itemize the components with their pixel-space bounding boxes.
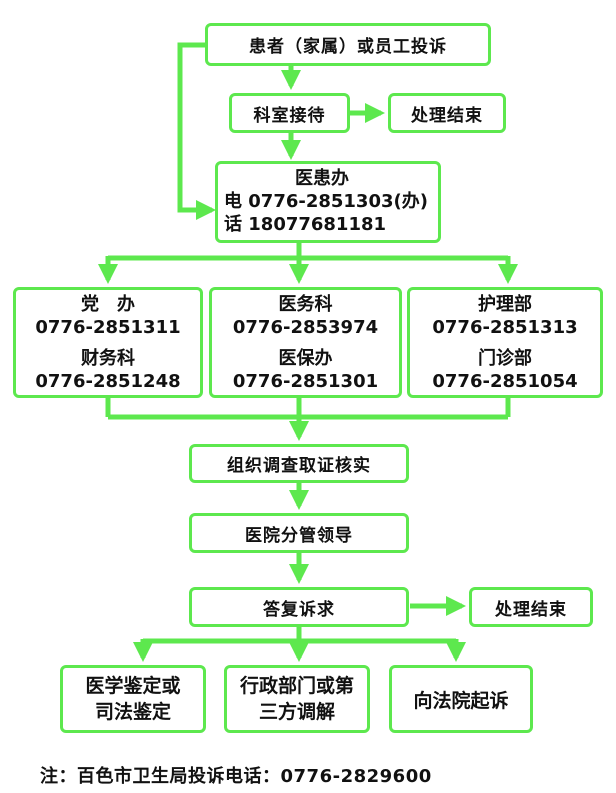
contact-box-left: 党 办 0776-2851311 财务科 0776-2851248 (13, 287, 203, 398)
connector-complaint-bypass-to-medical-office (177, 42, 216, 220)
connector-reply-split (143, 627, 456, 644)
appraisal-box: 医学鉴定或 司法鉴定 (60, 665, 206, 733)
contact-phone: 0776-2851313 (432, 317, 578, 338)
contact-name: 门诊部 (478, 348, 532, 369)
medical-office-box: 医患办 电 0776-2851303(办) 话 18077681181 (215, 161, 441, 243)
medical-office-phone-office: 电 0776-2851303(办) (224, 191, 428, 212)
reply-label: 答复诉求 (263, 599, 335, 620)
dept-reception-box: 科室接待 (229, 93, 350, 133)
investigate-label: 组织调查取证核实 (227, 456, 371, 476)
contact-phone: 0776-2853974 (232, 317, 379, 338)
dept-reception-label: 科室接待 (253, 105, 326, 126)
end-box-bottom: 处理结束 (469, 587, 593, 627)
contact-name: 党 办 (81, 294, 135, 315)
connector-contacts-merge (105, 398, 511, 420)
court-label: 向法院起诉 (413, 689, 509, 712)
investigate-box: 组织调查取证核实 (189, 444, 409, 483)
end-label-bottom: 处理结束 (495, 599, 567, 620)
contact-name: 财务科 (81, 348, 135, 369)
appraisal-line: 医学鉴定或 (85, 675, 181, 697)
connector-medical-office-split (108, 243, 508, 261)
medical-office-title: 医患办 (295, 168, 349, 189)
mediation-box: 行政部门或第 三方调解 (224, 665, 370, 733)
contact-box-middle: 医务科 0776-2853974 医保办 0776-2851301 (209, 287, 402, 398)
end-label-top: 处理结束 (411, 105, 483, 126)
contact-box-right: 护理部 0776-2851313 门诊部 0776-2851054 (407, 287, 603, 398)
end-box-top: 处理结束 (388, 93, 506, 133)
contact-phone: 0776-2851301 (232, 371, 379, 392)
complaint-box: 患者（家属）或员工投诉 (205, 23, 491, 66)
mediation-line: 三方调解 (258, 701, 335, 723)
leader-label: 医院分管领导 (245, 525, 353, 546)
contact-name: 医保办 (278, 348, 333, 369)
appraisal-line: 司法鉴定 (94, 701, 171, 723)
court-box: 向法院起诉 (389, 665, 533, 733)
complaint-label: 患者（家属）或员工投诉 (249, 37, 447, 57)
contact-phone: 0776-2851054 (432, 371, 578, 392)
reply-box: 答复诉求 (189, 587, 409, 627)
leader-box: 医院分管领导 (189, 513, 409, 553)
footnote-hotline: 注：百色市卫生局投诉电话：0776-2829600 (40, 766, 432, 787)
mediation-line: 行政部门或第 (239, 675, 354, 697)
contact-phone: 0776-2851311 (35, 317, 181, 338)
medical-office-phone-mobile: 话 18077681181 (224, 214, 387, 235)
contact-name: 护理部 (478, 294, 532, 315)
contact-name: 医务科 (278, 294, 333, 315)
contact-phone: 0776-2851248 (35, 371, 181, 392)
